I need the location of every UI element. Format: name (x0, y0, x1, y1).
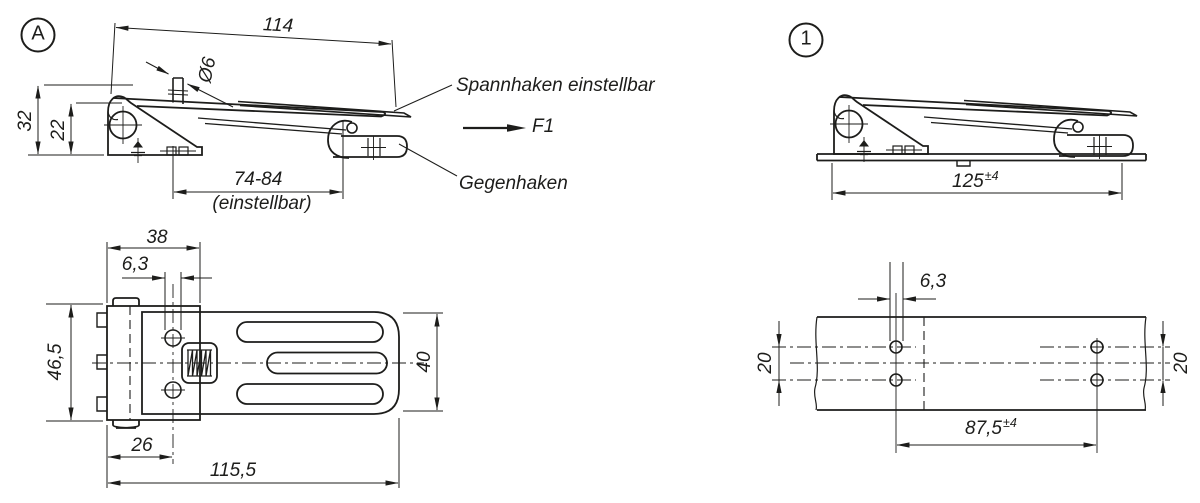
label-spannhaken: Spannhaken einstellbar (456, 75, 655, 96)
dim-adjust-range: 74-84 (233, 169, 283, 190)
dim-length-114: 114 (262, 14, 294, 37)
dim-installed-length-125: 125±4 (952, 169, 999, 193)
view-a-dimensions (28, 22, 526, 199)
latch-side-view (104, 95, 412, 163)
hook-wire-section (346, 122, 358, 134)
counter-hook (333, 135, 408, 158)
dim-hole-offset-26: 26 (131, 435, 153, 456)
dim-bracket-width-38: 38 (146, 227, 168, 248)
dim-row-spacing-20-right: 20 (1171, 352, 1192, 374)
label-force-f1: F1 (532, 116, 555, 137)
view-1-top-drawing (772, 262, 1170, 453)
dim-125-tolerance: ±4 (984, 169, 999, 183)
dim-125-value: 125 (952, 171, 984, 192)
dim-hole-distance-875: 87,5±4 (965, 416, 1017, 440)
latch-side-view-installed (829, 94, 1138, 163)
dim-height-22: 22 (48, 119, 69, 141)
dim-875-tolerance: ±4 (1002, 416, 1017, 430)
dim-total-length-1155: 115,5 (209, 460, 257, 481)
dim-strap-width-40: 40 (414, 351, 435, 373)
view-1-plate-and-dims (816, 153, 1147, 200)
leader-lines (393, 84, 458, 177)
view-a-adjusting-screw (167, 77, 189, 104)
view-a-top-drawing (46, 242, 443, 488)
dim-height-32: 32 (15, 110, 36, 132)
dim-bracket-height-465: 46,5 (45, 343, 66, 381)
dim-adjust-note: (einstellbar) (212, 193, 312, 214)
mounting-plate-edge (816, 153, 1147, 162)
view-1-badge: 1 (788, 22, 824, 58)
mounting-surface (817, 316, 1146, 411)
dim-row-spacing-20-left: 20 (755, 352, 776, 374)
view-a-badge: A (20, 17, 56, 53)
label-gegenhaken: Gegenhaken (459, 173, 568, 194)
dim-875-value: 87,5 (965, 418, 1002, 439)
dim-hole-dia-63-right: 6,3 (919, 271, 947, 292)
dim-hole-dia-63-left: 6,3 (121, 254, 149, 275)
latch-strap (141, 311, 400, 415)
